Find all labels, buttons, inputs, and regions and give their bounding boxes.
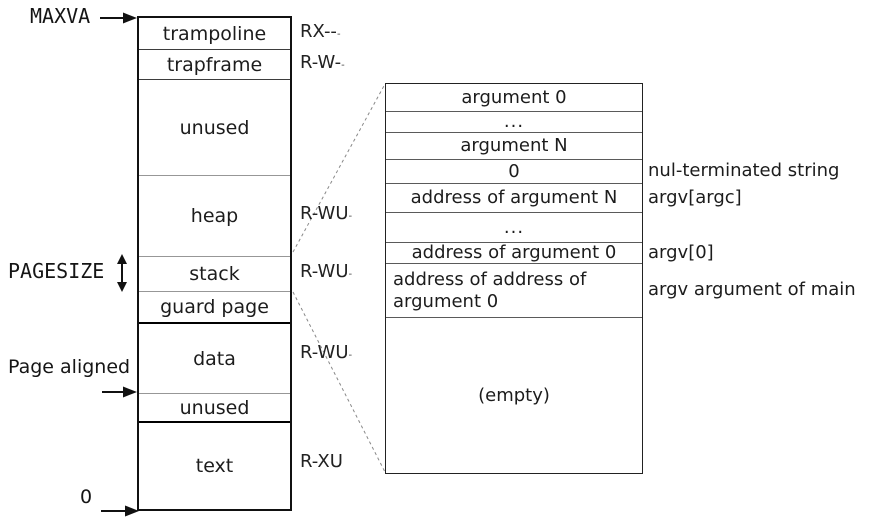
perm-trapframe: R-W-- xyxy=(300,52,345,77)
perm-suffix: - xyxy=(336,29,341,40)
stack-slot-nul-terminator: 0 xyxy=(386,159,642,183)
region-label: stack xyxy=(189,263,240,285)
memory-map-column: trampoline trapframe unused heap stack g… xyxy=(137,16,292,511)
perm-text: R-XU xyxy=(300,451,343,472)
slot-label: 0 xyxy=(508,160,520,182)
pagesize-double-arrow-icon xyxy=(117,254,127,292)
perm-trampoline: RX--- xyxy=(300,21,341,46)
stack-slot-ellipsis-addresses: ... xyxy=(386,212,642,242)
perm-suffix: - xyxy=(348,269,353,280)
perm-text: R-WU xyxy=(300,261,349,282)
stack-slot-argument-n: argument N xyxy=(386,132,642,159)
perm-text: R-W- xyxy=(300,52,342,73)
slot-label: address of argument N xyxy=(410,187,618,208)
stack-slot-ellipsis-args: ... xyxy=(386,111,642,132)
stack-slot-address-of-argument-n: address of argument N xyxy=(386,183,642,212)
perm-stack: R-WU- xyxy=(300,261,352,286)
maxva-label: MAXVA xyxy=(30,4,91,28)
stack-slot-empty: (empty) xyxy=(386,317,642,473)
slot-label: ... xyxy=(503,111,525,132)
region-trapframe: trapframe xyxy=(139,49,290,79)
region-label: text xyxy=(195,455,234,477)
perm-heap: R-WU- xyxy=(300,203,352,228)
slot-label: address of address of argument 0 xyxy=(393,268,587,312)
region-unused-upper: unused xyxy=(139,79,290,175)
stack-slot-address-of-address-of-argument-0: address of address of argument 0 xyxy=(386,263,642,317)
stack-slot-address-of-argument-0: address of argument 0 xyxy=(386,242,642,263)
region-label: trapframe xyxy=(166,53,263,76)
slot-label: (empty) xyxy=(478,384,550,406)
note-nul-terminated-string: nul-terminated string xyxy=(648,160,840,181)
slot-label: argument 0 xyxy=(461,86,567,108)
note-argv-0: argv[0] xyxy=(648,242,714,263)
region-label: guard page xyxy=(160,296,269,318)
perm-text-region: R-XU xyxy=(300,451,343,476)
note-argv-argument-of-main: argv argument of main xyxy=(648,279,856,300)
region-guard-page: guard page xyxy=(139,291,290,322)
note-argv-argc: argv[argc] xyxy=(648,187,742,208)
slot-label: argument N xyxy=(460,135,568,156)
perm-text: R-WU xyxy=(300,203,349,224)
perm-data: R-WU- xyxy=(300,342,352,367)
perm-text: RX-- xyxy=(300,21,337,42)
stack-slot-argument-0: argument 0 xyxy=(386,84,642,111)
region-label: heap xyxy=(190,205,239,227)
stack-expansion-dashed-line-bottom xyxy=(292,291,386,473)
region-stack: stack xyxy=(139,256,290,291)
region-data: data xyxy=(139,322,290,393)
region-label: unused xyxy=(179,116,250,139)
region-label: trampoline xyxy=(162,22,267,45)
region-label: unused xyxy=(179,396,250,419)
region-trampoline: trampoline xyxy=(139,18,290,49)
perm-suffix: - xyxy=(348,350,353,361)
perm-suffix: - xyxy=(348,211,353,222)
maxva-arrow-icon xyxy=(100,12,137,24)
page-aligned-label: Page aligned xyxy=(8,356,131,378)
region-unused-lower: unused xyxy=(139,393,290,421)
region-label: data xyxy=(193,347,236,370)
zero-arrow-icon xyxy=(101,505,139,517)
page-aligned-arrow-icon xyxy=(102,386,137,398)
zero-address-label: 0 xyxy=(80,486,93,508)
pagesize-label: PAGESIZE xyxy=(8,259,105,283)
region-heap: heap xyxy=(139,175,290,256)
stack-detail-box: argument 0 ... argument N 0 address of a… xyxy=(385,83,643,474)
slot-label: address of argument 0 xyxy=(411,242,617,263)
perm-suffix: - xyxy=(341,60,345,71)
perm-text: R-WU xyxy=(300,342,349,363)
slot-label: ... xyxy=(503,216,525,238)
region-text: text xyxy=(139,421,290,509)
